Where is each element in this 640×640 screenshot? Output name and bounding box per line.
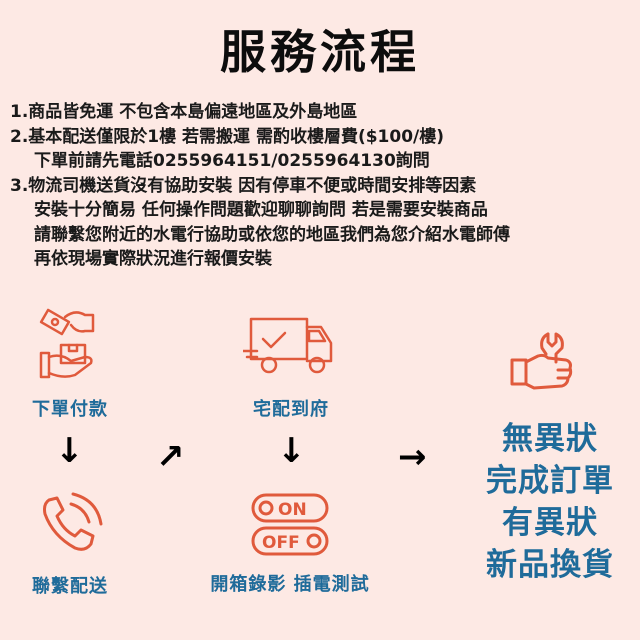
result-line: 無異狀 bbox=[502, 421, 598, 457]
phone-icon bbox=[20, 490, 120, 560]
result-line: 完成訂單 bbox=[486, 463, 614, 499]
step-label: 宅配到府 bbox=[253, 399, 329, 420]
note-line: 安裝十分簡易 任何操作問題歡迎聊聊詢問 若是需要安裝商品 bbox=[34, 200, 488, 220]
arrow-down-icon: ↓ bbox=[277, 431, 306, 471]
note-line: 3.物流司機送貨沒有協助安裝 因有停車不便或時間安排等因素 bbox=[10, 175, 477, 196]
step-home-delivery: 宅配到府 bbox=[236, 315, 346, 421]
step-label: 下單付款 bbox=[32, 399, 108, 420]
result-line: 新品換貨 bbox=[486, 547, 614, 583]
result-text: 無異狀 完成訂單 有異狀 新品換貨 bbox=[470, 418, 630, 586]
step-label: 開箱錄影 插電測試 bbox=[210, 574, 370, 595]
step-contact-delivery: 聯繫配送 bbox=[20, 490, 120, 598]
note-line: 請聯繫您附近的水電行協助或依您的地區我們為您介紹水電師傅 bbox=[34, 224, 510, 245]
money-box-hands-icon bbox=[20, 305, 120, 385]
note-line: 下單前請先電話0255964151/0255964130詢問 bbox=[34, 151, 430, 171]
service-notes: 1.商品皆免運 不包含本島偏遠地區及外島地區 2.基本配送僅限於1樓 若需搬運 … bbox=[10, 100, 635, 272]
svg-text:OFF: OFF bbox=[262, 533, 300, 553]
page-title: 服務流程 bbox=[220, 25, 420, 79]
result-line: 有異狀 bbox=[502, 505, 598, 541]
on-off-switch-icon: ON OFF bbox=[195, 492, 385, 558]
step-label: 聯繫配送 bbox=[32, 576, 108, 597]
arrow-up-right-icon: ↗ bbox=[156, 437, 185, 477]
svg-text:ON: ON bbox=[278, 500, 307, 520]
note-line: 再依現場實際狀況進行報價安裝 bbox=[34, 249, 272, 269]
note-line: 1.商品皆免運 不包含本島偏遠地區及外島地區 bbox=[10, 102, 358, 122]
arrow-right-icon: → bbox=[398, 437, 427, 477]
note-line: 2.基本配送僅限於1樓 若需搬運 需酌收樓層費($100/樓) bbox=[10, 126, 445, 147]
hand-wrench-icon bbox=[508, 330, 578, 400]
step-unbox-test: ON OFF 開箱錄影 插電測試 bbox=[195, 492, 385, 596]
step-order-pay: 下單付款 bbox=[20, 305, 120, 421]
arrow-down-icon: ↓ bbox=[55, 431, 84, 471]
delivery-truck-icon bbox=[236, 315, 346, 377]
